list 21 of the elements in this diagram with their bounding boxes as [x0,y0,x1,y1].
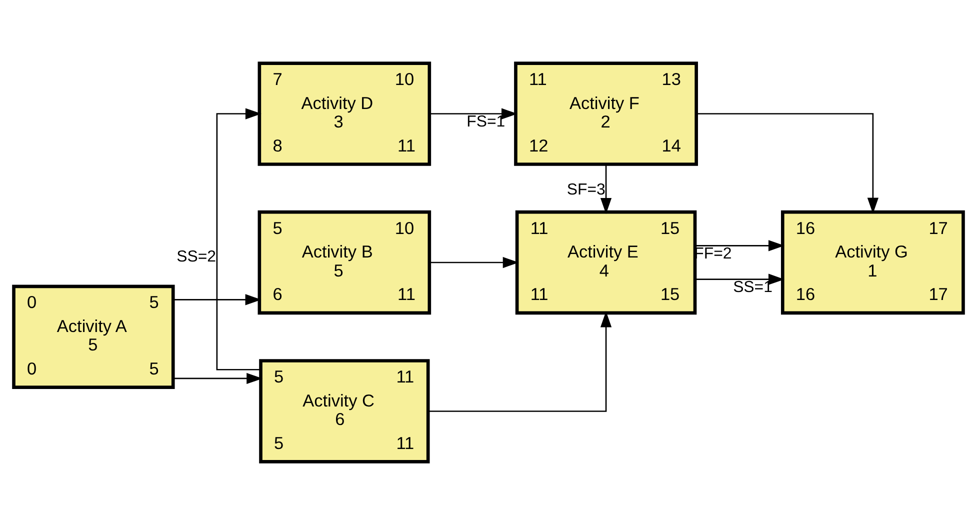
edge-label: SS=1 [733,279,772,296]
arrow [216,108,262,370]
edge-label: SF=3 [566,181,606,198]
arrow [696,113,879,214]
node-box: 16 17 Activity G 1 16 17 [780,210,965,315]
node-box: 11 15 Activity E 4 11 15 [515,210,697,315]
edge-label: SS=2 [176,248,216,266]
node-box: 11 13 Activity F 2 12 14 [514,62,698,166]
arrow [695,240,784,252]
node-box: 0 5 Activity A 5 0 5 [12,284,175,389]
node-box: 5 10 Activity B 5 6 11 [258,210,432,315]
arrow [173,372,263,384]
node-box: 5 11 Activity C 6 5 11 [259,359,430,464]
arrow [173,294,262,306]
arrow [430,108,518,120]
edge-label: FS=1 [466,114,506,131]
arrow [600,164,612,214]
arrow [695,274,784,285]
node-box: 7 10 Activity D 3 8 11 [258,62,432,166]
arrow [428,311,612,412]
arrow [430,256,519,268]
